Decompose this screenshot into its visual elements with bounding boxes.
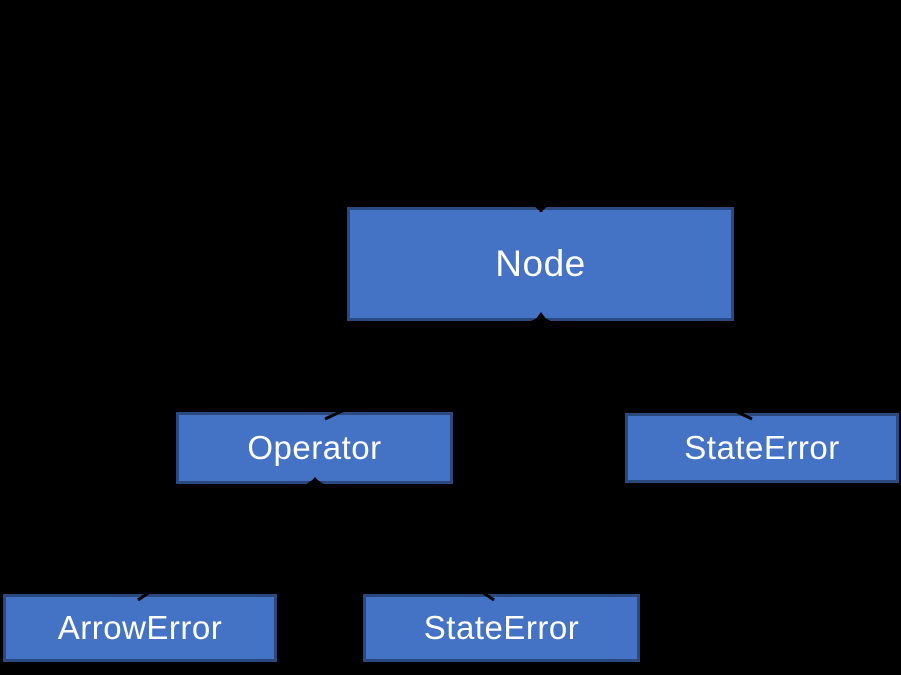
class-box-stateerror-right: StateError <box>625 413 899 483</box>
connector-line-stateerror-right-node <box>540 316 753 421</box>
connector-line-operator-node <box>324 316 542 421</box>
connector-line-stateerror-bottom-operator <box>314 478 495 602</box>
class-box-stateerror-bottom: StateError <box>363 594 640 662</box>
class-label-node: Node <box>495 243 586 284</box>
class-label-stateerror-right: StateError <box>684 429 840 466</box>
connector-line-arrowerror-operator <box>137 478 316 602</box>
class-label-arrowerror: ArrowError <box>57 609 223 646</box>
class-box-arrowerror: ArrowError <box>3 594 277 662</box>
class-box-operator: Operator <box>176 412 453 484</box>
class-label-operator: Operator <box>247 429 382 466</box>
class-box-node: Node <box>347 207 734 321</box>
class-label-stateerror-bottom: StateError <box>423 609 580 646</box>
